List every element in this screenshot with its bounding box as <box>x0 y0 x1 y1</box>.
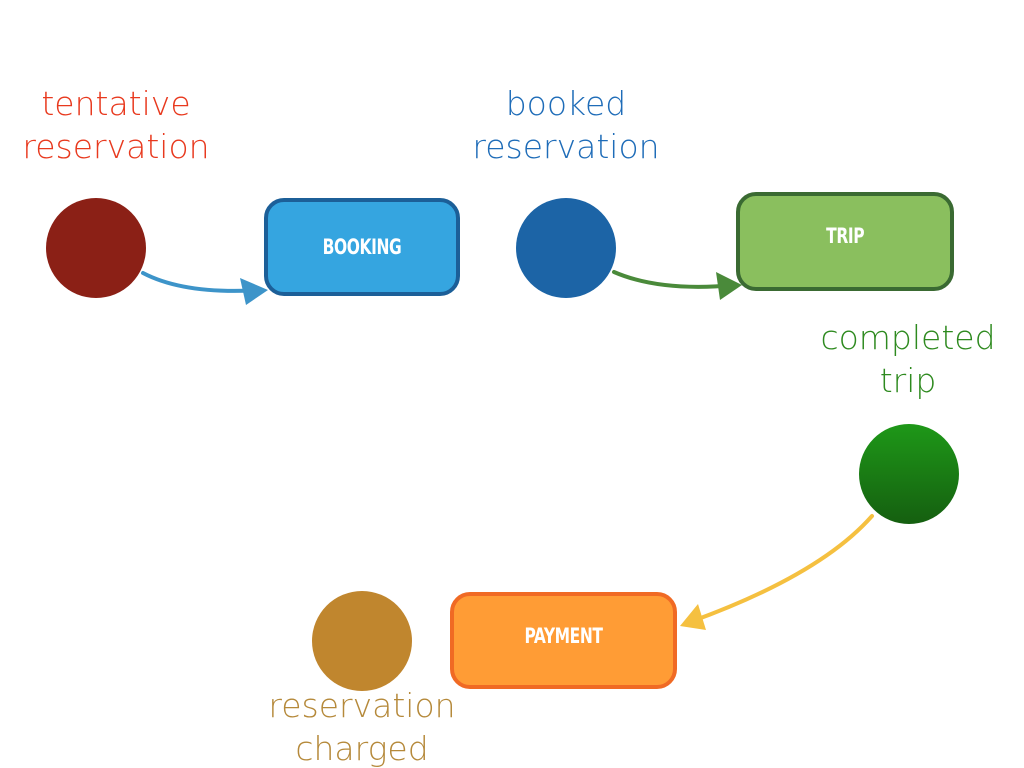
completed-trip-label: completed trip <box>820 318 996 400</box>
arrowhead-booking-icon <box>240 278 268 305</box>
booking-process-box[interactable]: BOOKING <box>264 198 460 296</box>
booked-reservation-label: booked reservation <box>472 84 660 166</box>
completed-trip-node[interactable] <box>859 424 959 524</box>
reservation-charged-label: reservation charged <box>268 686 456 768</box>
tentative-reservation-node[interactable] <box>46 198 146 298</box>
trip-process-box[interactable]: TRIP <box>736 192 954 291</box>
arrow-completed-to-payment <box>688 514 874 624</box>
payment-label: PAYMENT <box>524 624 603 648</box>
booked-reservation-node[interactable] <box>516 198 616 298</box>
booking-label: BOOKING <box>322 235 402 259</box>
arrowhead-payment-icon <box>680 604 706 630</box>
arrow-booked-to-trip <box>612 270 737 289</box>
payment-process-box[interactable]: PAYMENT <box>450 592 677 689</box>
reservation-charged-node[interactable] <box>312 591 412 691</box>
tentative-reservation-label: tentative reservation <box>22 84 210 166</box>
arrow-tentative-to-booking <box>141 271 264 293</box>
trip-label: TRIP <box>826 224 864 248</box>
